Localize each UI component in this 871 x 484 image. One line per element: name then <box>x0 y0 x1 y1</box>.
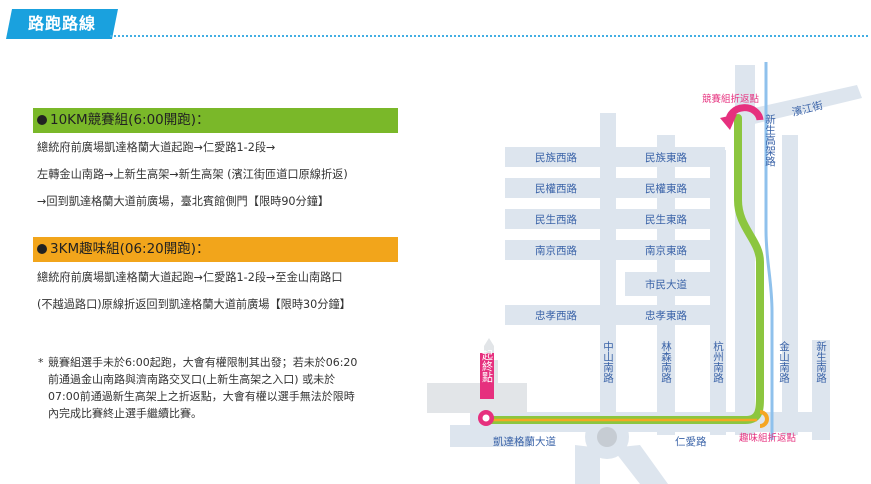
road-label-vertical: 杭州南路 <box>712 340 724 384</box>
road-label-vertical: 林森南路 <box>660 340 672 384</box>
race-turn-label: 競賽組折返點 <box>702 93 760 105</box>
note-line: 07:00前通過新生高架上之折返點，大會有權以選手無法於限時 <box>48 390 355 403</box>
roundabout-center <box>597 427 617 447</box>
street-label: 忠孝西路 <box>535 309 577 322</box>
ketagalan-label: 凱達格蘭大道 <box>493 435 556 448</box>
road-label-vertical: 金山南路 <box>778 340 790 384</box>
start-finish-label: 起終點 <box>481 349 494 383</box>
xinsheng-viaduct-line <box>764 62 774 440</box>
note-line: 前通過金山南路與濟南路交叉口(上新生高架之入口) 或未於 <box>48 373 336 386</box>
header-divider <box>110 35 868 37</box>
route-10k-line: 左轉金山南路→上新生高架→新生高架 (濱江街匝道口原線折返) <box>37 168 348 181</box>
route-3k-line: (不越過路口)原線折返回到凱達格蘭大道前廣場【限時30分鐘】 <box>37 298 351 311</box>
fun-turn-label: 趣味組折返點 <box>739 432 797 444</box>
street-label: 南京東路 <box>645 244 687 257</box>
route-10k-line: 總統府前廣場凱達格蘭大道起跑→仁愛路1-2段→ <box>37 141 276 154</box>
street-label: 民生西路 <box>535 213 577 226</box>
viaduct-label: 新生高架路 <box>764 113 776 167</box>
road-label-vertical: 中山南路 <box>602 340 614 384</box>
street-label: 忠孝東路 <box>645 309 687 322</box>
fun-turnaround-icon <box>759 410 769 428</box>
note-asterisk: * <box>38 356 44 369</box>
street-label: 民族西路 <box>535 151 577 164</box>
street-label: 民生東路 <box>645 213 687 226</box>
renai-label: 仁愛路 <box>675 435 707 448</box>
start-finish-icon-center <box>482 414 490 422</box>
route-10k-heading: 10KM競賽組(6:00開跑)： <box>33 108 398 133</box>
start-finish-label-box <box>480 353 494 399</box>
street-label: 民權西路 <box>535 182 577 195</box>
presidential-office-icon <box>427 338 527 413</box>
page-title: 路跑路線 <box>27 14 96 33</box>
road-label-vertical: 新生南路 <box>815 340 827 384</box>
race-route-line <box>480 114 764 424</box>
road-network <box>450 65 862 484</box>
route-3k-line: 總統府前廣場凱達格蘭大道起跑→仁愛路1-2段→至金山南路口 <box>37 271 343 284</box>
route-3k-heading: 3KM趣味組(06:20開跑)： <box>33 237 398 262</box>
note-line: 競賽組選手未於6:00起跑，大會有權限制其出發；若未於06:20 <box>48 356 358 369</box>
bullet-icon <box>37 244 47 254</box>
race-turnaround-icon <box>720 104 764 130</box>
race-note: * 競賽組選手未於6:00起跑，大會有權限制其出發；若未於06:20 前通過金山… <box>38 354 403 422</box>
route-10k-line: →回到凱達格蘭大道前廣場，臺北賓館側門【限時90分鐘】 <box>37 195 330 208</box>
street-label: 南京西路 <box>535 244 577 257</box>
bullet-icon <box>37 115 47 125</box>
street-label: 市民大道 <box>645 278 687 291</box>
street-label: 民權東路 <box>645 182 687 195</box>
street-label: 民族東路 <box>645 151 687 164</box>
note-line: 內完成比賽終止選手繼續比賽。 <box>48 407 202 420</box>
header-tab <box>6 9 118 39</box>
